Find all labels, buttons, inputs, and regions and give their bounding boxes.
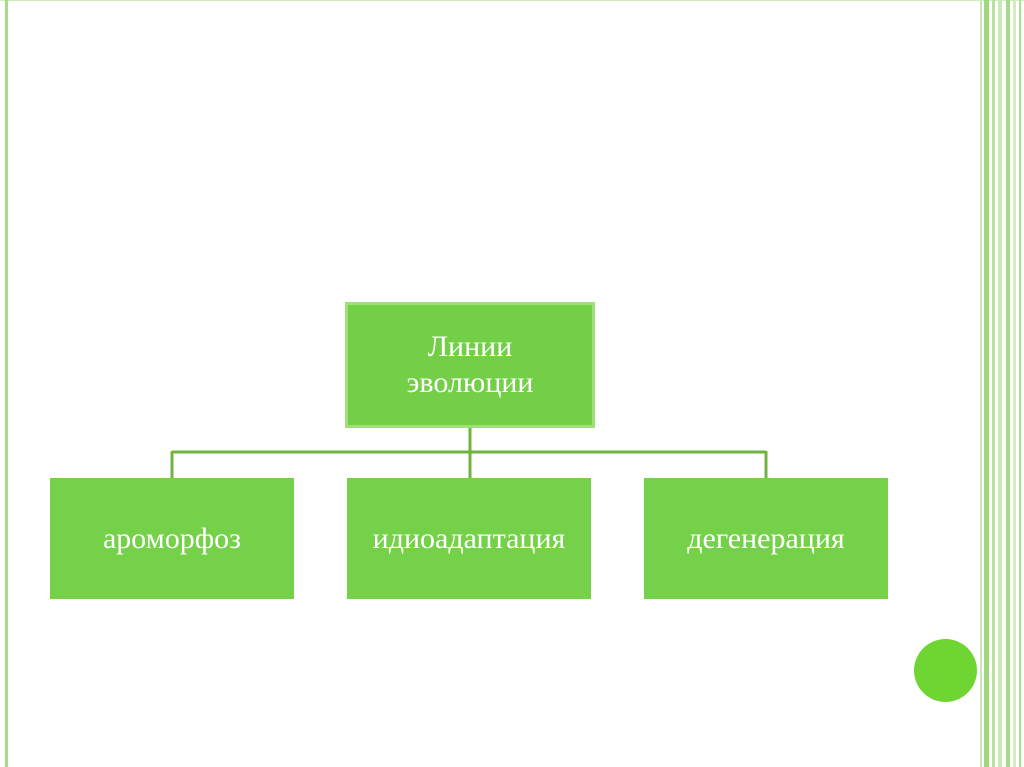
child-node-label: идиоадаптация: [372, 521, 566, 555]
child-node-idioadaptation: идиоадаптация: [347, 478, 591, 599]
right-stripe: [1013, 0, 1016, 767]
root-node-label-line1: Линии: [427, 330, 513, 363]
left-border-line: [5, 0, 8, 767]
root-node: Линии эволюции: [345, 302, 595, 428]
right-stripe: [992, 0, 995, 767]
right-stripe: [1006, 0, 1010, 767]
child-node-aromorphosis: ароморфоз: [50, 478, 294, 599]
right-stripe: [984, 0, 989, 767]
right-stripe: [998, 0, 1002, 767]
right-stripe: [980, 0, 982, 767]
root-node-label-line2: эволюции: [406, 366, 534, 399]
right-stripe: [1019, 0, 1021, 767]
child-node-label: ароморфоз: [102, 521, 242, 555]
child-node-label: дегенерация: [687, 521, 845, 555]
child-node-degeneration: дегенерация: [644, 478, 888, 599]
accent-circle: [914, 639, 977, 702]
top-frame-line: [0, 0, 1024, 1]
